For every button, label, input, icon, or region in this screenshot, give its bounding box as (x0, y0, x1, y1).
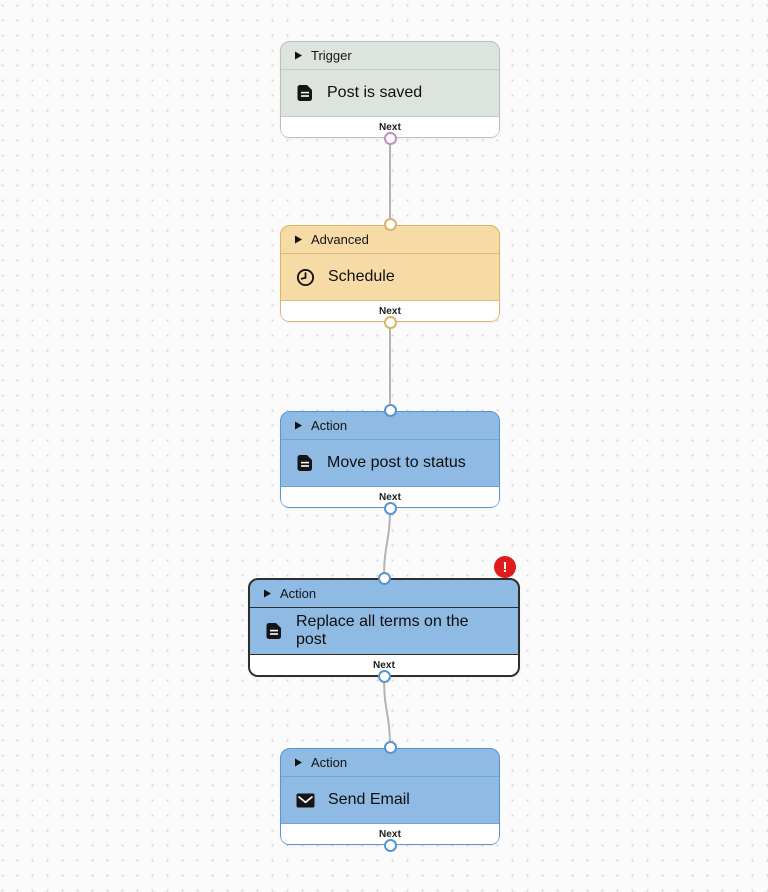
flow-node-send-email[interactable]: Action Send Email Next (280, 741, 500, 852)
node-header: Action (250, 580, 518, 608)
flow-node-replace-all-terms[interactable]: Action Replace all terms on the post Nex… (248, 556, 520, 683)
document-icon (296, 454, 314, 472)
node-category-label: Advanced (311, 232, 369, 247)
output-port[interactable] (383, 839, 397, 852)
output-port[interactable] (383, 132, 397, 145)
node-header: Action (281, 749, 499, 777)
node-footer: Next (281, 823, 499, 844)
node-footer: Next (281, 486, 499, 507)
node-body: Schedule (281, 254, 499, 300)
node-body: Post is saved (281, 70, 499, 116)
node-next-label: Next (378, 491, 402, 503)
node-body: Replace all terms on the post (250, 608, 518, 654)
flow-node-post-is-saved[interactable]: Trigger Post is saved Next (280, 41, 500, 145)
node-title: Post is saved (327, 84, 423, 101)
flow-node-move-post-to-status[interactable]: Action Move post to status Next (280, 404, 500, 515)
document-icon (296, 84, 314, 102)
input-port[interactable] (383, 404, 397, 417)
node-footer: Next (250, 654, 518, 675)
output-port[interactable] (383, 316, 397, 329)
flow-node-schedule[interactable]: Advanced Schedule Next (280, 218, 500, 329)
node-next-label: Next (378, 828, 402, 840)
node-category-label: Action (280, 586, 317, 601)
node-body: Send Email (281, 777, 499, 823)
node-title: Replace all terms on the post (296, 613, 469, 648)
node-body: Move post to status (281, 440, 499, 486)
clock-icon (296, 268, 315, 287)
collapse-caret-icon[interactable] (294, 51, 303, 60)
node-title: Move post to status (327, 454, 466, 471)
node-title: Send Email (328, 791, 410, 808)
document-icon (265, 622, 283, 640)
node-header: Trigger (281, 42, 499, 70)
node-next-label: Next (378, 305, 402, 317)
input-port[interactable] (383, 741, 397, 754)
node-title: Schedule (328, 268, 395, 285)
collapse-caret-icon[interactable] (294, 235, 303, 244)
error-badge-icon[interactable]: ! (494, 556, 516, 578)
node-next-label: Next (378, 121, 402, 133)
node-header: Action (281, 412, 499, 440)
node-header: Advanced (281, 226, 499, 254)
envelope-icon (296, 793, 315, 808)
node-category-label: Action (311, 755, 348, 770)
output-port[interactable] (377, 670, 391, 683)
node-next-label: Next (372, 659, 396, 671)
edge-connector (383, 676, 391, 749)
node-category-label: Action (311, 418, 348, 433)
edge-connector (383, 507, 391, 579)
node-category-label: Trigger (311, 48, 352, 63)
node-footer: Next (281, 300, 499, 321)
collapse-caret-icon[interactable] (294, 758, 303, 767)
input-port[interactable] (383, 218, 397, 231)
collapse-caret-icon[interactable] (294, 421, 303, 430)
input-port[interactable] (377, 572, 391, 585)
node-footer: Next (281, 116, 499, 137)
collapse-caret-icon[interactable] (263, 589, 272, 598)
output-port[interactable] (383, 502, 397, 515)
